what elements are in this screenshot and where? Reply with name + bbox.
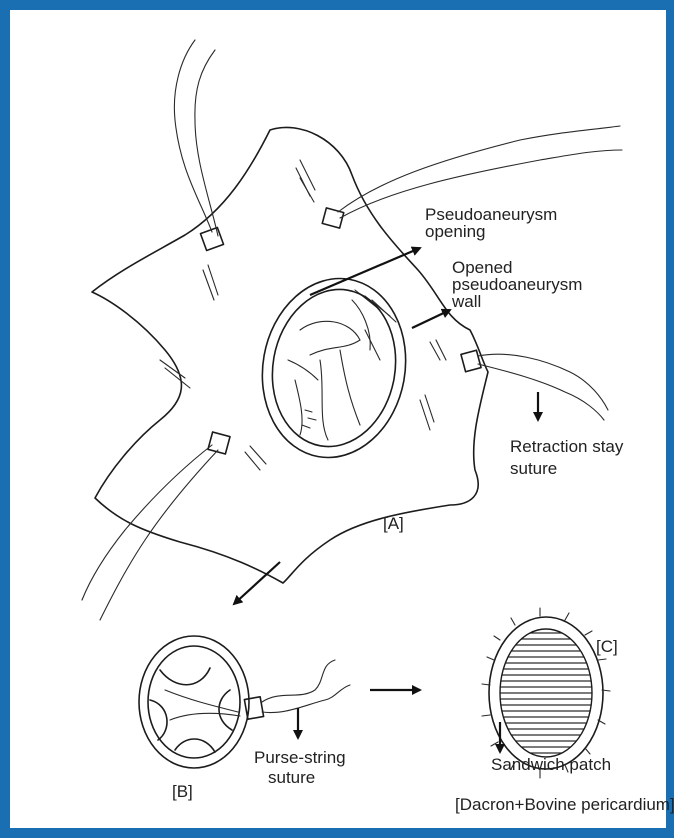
- arrow-a-to-b: [234, 562, 280, 604]
- label-retraction-suture: Retraction stay suture: [510, 437, 628, 478]
- purse-string-snare: [244, 697, 263, 719]
- label-purse-string: Purse-string suture: [254, 748, 350, 787]
- label-sandwich-patch: Sandwich patch: [491, 755, 611, 774]
- suture-pledget-right: [461, 350, 481, 372]
- arrow-to-wall: [412, 310, 450, 328]
- label-pseudoaneurysm-opening: Pseudoaneurysm opening: [425, 205, 562, 241]
- label-panel-b: [B]: [172, 782, 193, 801]
- label-opened-wall: Opened pseudoaneurysm wall: [451, 258, 587, 311]
- label-panel-c: [C]: [596, 637, 618, 656]
- opening-b-inner: [148, 646, 240, 758]
- label-patch-material: [Dacron+Bovine pericardium]: [455, 795, 674, 814]
- sandwich-patch-hatch: [500, 629, 592, 757]
- pseudoaneurysm-opening-outer: [248, 267, 419, 469]
- arrow-to-opening: [310, 248, 420, 295]
- arrows: [234, 248, 538, 752]
- suture-pledget-bottom-left: [208, 432, 230, 454]
- panel-a-drawing: [82, 40, 622, 620]
- sac-outline: [92, 127, 488, 583]
- label-panel-a: [A]: [383, 514, 404, 533]
- suture-thread: [174, 40, 212, 232]
- pseudoaneurysm-opening-inner: [260, 280, 408, 457]
- panel-c-drawing: [482, 608, 610, 778]
